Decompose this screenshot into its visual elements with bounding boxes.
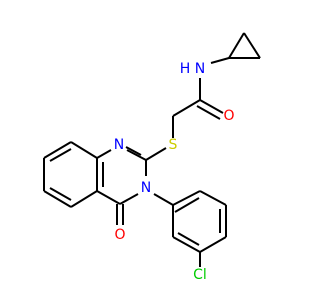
ring-o-label: O — [114, 227, 125, 243]
bond — [228, 32, 245, 59]
amide-n-label: N — [195, 61, 205, 77]
bonds — [43, 32, 261, 267]
ring-n3-label: N — [141, 180, 151, 196]
bond — [196, 105, 221, 120]
amide-h-label: H — [180, 61, 191, 77]
bond — [119, 193, 139, 205]
bond — [70, 190, 98, 208]
bond — [153, 193, 174, 206]
bond — [49, 187, 72, 201]
bond — [126, 149, 147, 161]
bond — [96, 149, 112, 159]
bond — [43, 190, 72, 208]
atom-labels: N H O S N N O Cl — [114, 61, 235, 283]
bond — [199, 236, 227, 253]
bond — [199, 99, 224, 114]
bond — [172, 99, 201, 117]
bond — [174, 197, 200, 213]
bond — [49, 148, 72, 162]
bond — [172, 190, 201, 206]
bond — [70, 141, 98, 159]
bond — [199, 190, 227, 206]
chlorine-label: Cl — [193, 267, 207, 283]
ring-n1-label: N — [114, 137, 124, 153]
molecule-structure: N H O S N N O Cl — [43, 32, 261, 283]
bond — [243, 32, 261, 59]
bond — [125, 146, 142, 156]
bond — [145, 147, 167, 161]
molecule-canvas: N H O S N N O Cl — [43, 32, 261, 283]
amide-o-label: O — [223, 108, 234, 124]
bond — [172, 236, 201, 253]
thioether-s-label: S — [169, 137, 178, 153]
bond — [210, 57, 230, 64]
bond — [43, 141, 72, 159]
bond — [96, 190, 121, 205]
bond — [177, 232, 200, 246]
